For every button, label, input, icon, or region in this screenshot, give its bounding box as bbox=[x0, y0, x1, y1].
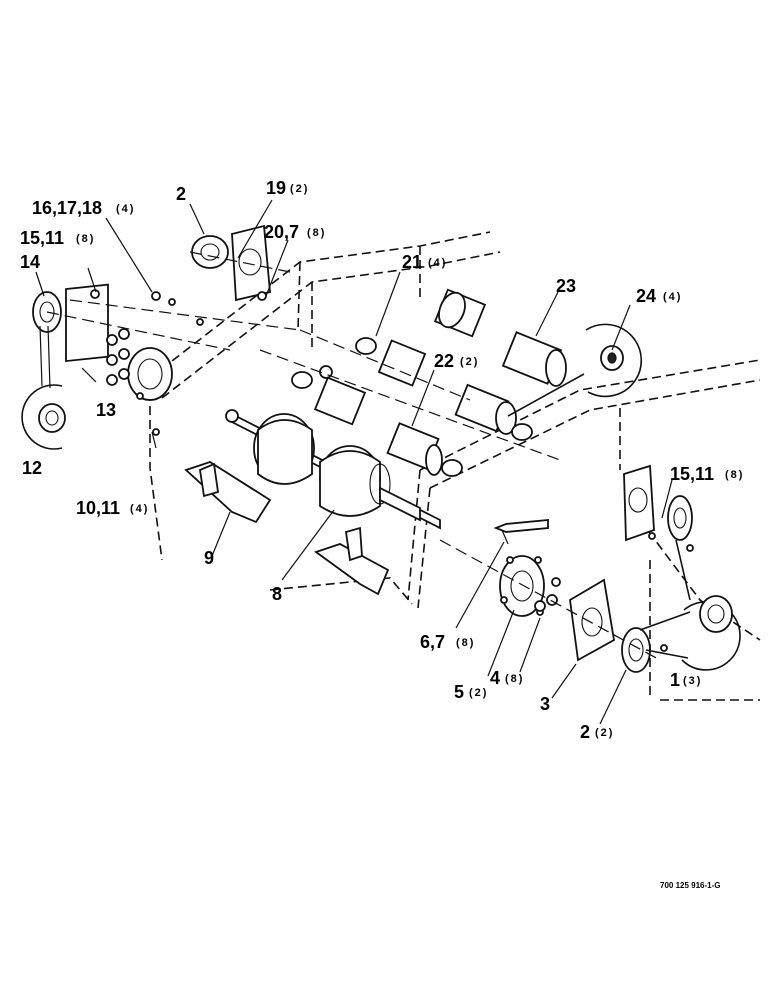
callout-5: 5 (2) bbox=[454, 682, 488, 702]
callout-13: 13 bbox=[96, 400, 116, 420]
callout-number: 20,7 bbox=[264, 222, 299, 242]
callout-number: 8 bbox=[272, 584, 282, 604]
callout-16-17-18: 16,17,18 (4) bbox=[32, 198, 135, 218]
callout-qty: (8) bbox=[725, 469, 744, 481]
callout-qty: (4) bbox=[663, 291, 682, 303]
callout-number: 1 bbox=[670, 670, 680, 690]
callout-qty: (2) bbox=[460, 356, 479, 368]
callout-qty: (8) bbox=[76, 233, 95, 245]
callout-qty: (2) bbox=[469, 687, 488, 699]
callout-2-top: 2 bbox=[176, 184, 186, 204]
callout-21: 21 (4) bbox=[402, 252, 447, 272]
callout-number: 6,7 bbox=[420, 632, 445, 652]
callout-24: 24 (4) bbox=[636, 286, 682, 306]
callout-number: 22 bbox=[434, 351, 454, 371]
callout-number: 4 bbox=[490, 668, 500, 688]
callout-qty: (2) bbox=[290, 183, 309, 195]
callout-number: 15,11 bbox=[670, 464, 714, 484]
upper-bearing-plate bbox=[189, 224, 291, 302]
callout-3: 3 bbox=[540, 694, 550, 714]
callout-qty: (2) bbox=[595, 727, 614, 739]
callout-number: 15,11 bbox=[20, 228, 64, 248]
leader-lines bbox=[35, 199, 673, 725]
callout-qty: (4) bbox=[428, 257, 447, 269]
callout-number: 13 bbox=[96, 400, 116, 420]
callout-12: 12 bbox=[22, 458, 42, 478]
callout-qty: (8) bbox=[307, 227, 326, 239]
callout-qty: (3) bbox=[683, 675, 702, 687]
callout-number: 10,11 bbox=[76, 498, 120, 518]
callout-qty: (8) bbox=[505, 673, 524, 685]
callout-number: 23 bbox=[556, 276, 576, 296]
right-bearing-assembly bbox=[439, 519, 668, 673]
callout-number: 2 bbox=[580, 722, 590, 742]
callout-15-11-left: 15,11 (8) bbox=[20, 228, 95, 248]
callout-6-7: 6,7 (8) bbox=[420, 632, 475, 652]
left-bearing-assembly bbox=[21, 283, 301, 450]
callout-19: 19 (2) bbox=[266, 178, 309, 198]
callout-qty: (8) bbox=[456, 637, 475, 649]
callout-number: 2 bbox=[176, 184, 186, 204]
callout-10-11: 10,11 (4) bbox=[76, 498, 149, 518]
callout-1: 1 (3) bbox=[670, 670, 702, 690]
callout-8: 8 bbox=[272, 584, 282, 604]
callout-number: 12 bbox=[22, 458, 42, 478]
callout-20-7: 20,7 (8) bbox=[264, 222, 326, 242]
callout-4: 4 (8) bbox=[490, 668, 524, 688]
callout-2-bottom: 2 (2) bbox=[580, 722, 614, 742]
callout-number: 24 bbox=[636, 286, 656, 306]
bracket-9 bbox=[184, 461, 272, 524]
callout-9: 9 bbox=[204, 548, 214, 568]
callout-number: 3 bbox=[540, 694, 550, 714]
callout-number: 5 bbox=[454, 682, 464, 702]
detail-circle-24 bbox=[507, 323, 643, 417]
callout-22: 22 (2) bbox=[434, 351, 479, 371]
callout-number: 16,17,18 bbox=[32, 198, 102, 218]
callout-qty: (4) bbox=[116, 203, 135, 215]
main-drum-roller bbox=[225, 409, 441, 530]
callout-number: 21 bbox=[402, 252, 422, 272]
callout-number: 9 bbox=[204, 548, 214, 568]
callout-qty: (4) bbox=[130, 503, 149, 515]
callout-14: 14 bbox=[20, 252, 40, 272]
detail-circle-1 bbox=[639, 595, 741, 671]
bracket-lower bbox=[314, 526, 390, 596]
callout-number: 19 bbox=[266, 178, 286, 198]
figure-reference: 700 125 916-1-G bbox=[660, 881, 721, 890]
callout-number: 14 bbox=[20, 252, 40, 272]
callout-15-11-right: 15,11 (8) bbox=[670, 464, 744, 484]
callout-23: 23 bbox=[556, 276, 576, 296]
right-upper-bracket bbox=[623, 464, 694, 601]
frame-outline bbox=[149, 231, 761, 701]
upper-rollers bbox=[259, 288, 567, 477]
